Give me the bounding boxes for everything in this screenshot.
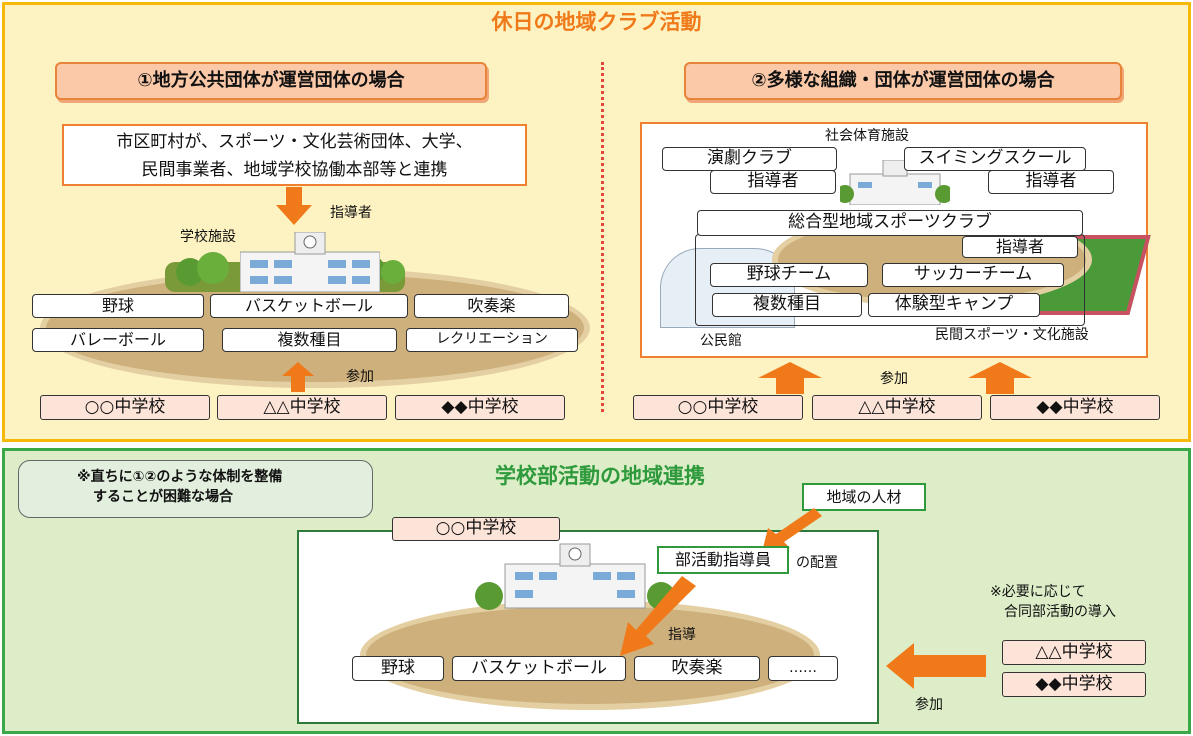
up-arrow-left-icon <box>758 362 822 394</box>
activity-brass-band: 吹奏楽 <box>414 294 569 318</box>
right-school-a: ○○中学校 <box>633 395 803 420</box>
left-instructor-label: 指導者 <box>330 205 372 221</box>
municipality-info-box: 市区町村が、スポーツ・文化芸術団体、大学、 民間事業者、地域学校協働本部等と連携 <box>62 124 527 186</box>
up-arrow-right-icon <box>968 362 1032 394</box>
bottom-activity-more: …… <box>768 656 838 681</box>
right-school-building-icon <box>840 160 950 205</box>
joint-school-c: ◆◆中学校 <box>1002 672 1146 697</box>
school-facility-label: 学校施設 <box>180 229 236 245</box>
instructor-arrow-icon <box>620 576 696 656</box>
swimming-instructor-box: 指導者 <box>988 170 1114 194</box>
club-instructor-box: 部活動指導員 <box>657 546 789 574</box>
activity-multi-sport: 複数種目 <box>222 328 397 352</box>
activity-basketball: バスケットボール <box>210 294 408 318</box>
right-school-c: ◆◆中学校 <box>990 395 1160 420</box>
right-school-b: △△中学校 <box>812 395 982 420</box>
left-school-a: ○○中学校 <box>40 395 210 420</box>
joint-school-b: △△中学校 <box>1002 640 1146 665</box>
left-participation-label: 参加 <box>346 369 374 385</box>
down-arrow-icon <box>276 187 312 225</box>
activity-baseball: 野球 <box>32 294 204 318</box>
guidance-label: 指導 <box>668 627 696 643</box>
right-participation-label: 参加 <box>880 371 908 387</box>
drama-instructor-box: 指導者 <box>710 170 836 194</box>
team-multi-sport: 複数種目 <box>712 293 862 317</box>
left-arrow-icon <box>886 643 986 689</box>
up-arrow-icon <box>282 362 314 392</box>
sports-club-instructor-box: 指導者 <box>962 236 1078 258</box>
social-facility-label: 社会体育施設 <box>825 128 909 144</box>
placement-label: の配置 <box>796 555 838 571</box>
left-heading: ①地方公共団体が運営団体の場合 <box>55 62 487 100</box>
weekend-club-title: 休日の地域クラブ活動 <box>491 10 702 34</box>
left-school-b: △△中学校 <box>217 395 387 420</box>
sports-club-box: 総合型地域スポーツクラブ <box>697 210 1083 236</box>
joint-note-line1: ※必要に応じて <box>990 584 1086 600</box>
school-club-title: 学校部活動の地域連携 <box>495 464 705 488</box>
difficulty-note-line1: ※直ちに①②のような体制を整備 <box>77 469 283 485</box>
bottom-school-building-icon <box>475 543 675 610</box>
joint-activity-note: ※必要に応じて 合同部活動の導入 <box>990 582 1116 622</box>
drama-club-box: 演劇クラブ <box>662 147 837 171</box>
swimming-school-box: スイミングスクール <box>904 147 1086 171</box>
bottom-participation-label: 参加 <box>915 697 943 713</box>
activity-recreation: レクリエーション <box>406 328 578 352</box>
team-soccer: サッカーチーム <box>882 263 1064 287</box>
municipality-info-line2: 民間事業者、地域学校協働本部等と連携 <box>141 160 448 180</box>
right-heading: ②多様な組織・団体が運営団体の場合 <box>684 62 1122 100</box>
community-center-label: 公民館 <box>700 333 742 349</box>
difficulty-note: ※直ちに①②のような体制を整備 することが困難な場合 <box>18 460 373 518</box>
private-facility-label: 民間スポーツ・文化施設 <box>935 327 1089 343</box>
team-camp: 体験型キャンプ <box>868 293 1040 317</box>
school-building-icon <box>240 232 380 292</box>
bottom-track-illustration <box>360 600 820 710</box>
local-talent-box: 地域の人材 <box>802 483 926 511</box>
team-baseball: 野球チーム <box>710 263 868 287</box>
bottom-activity-baseball: 野球 <box>352 656 444 681</box>
diagonal-arrow-icon <box>762 508 822 552</box>
joint-note-line2: 合同部活動の導入 <box>1004 604 1116 620</box>
bottom-activity-brass-band: 吹奏楽 <box>634 656 760 681</box>
section-divider <box>601 62 604 412</box>
left-school-c: ◆◆中学校 <box>395 395 565 420</box>
bottom-school-label: ○○中学校 <box>392 517 560 541</box>
municipality-info-line1: 市区町村が、スポーツ・文化芸術団体、大学、 <box>116 132 473 152</box>
difficulty-note-line2: することが困難な場合 <box>93 489 233 505</box>
activity-volleyball: バレーボール <box>32 328 204 352</box>
bottom-activity-basketball: バスケットボール <box>452 656 626 681</box>
